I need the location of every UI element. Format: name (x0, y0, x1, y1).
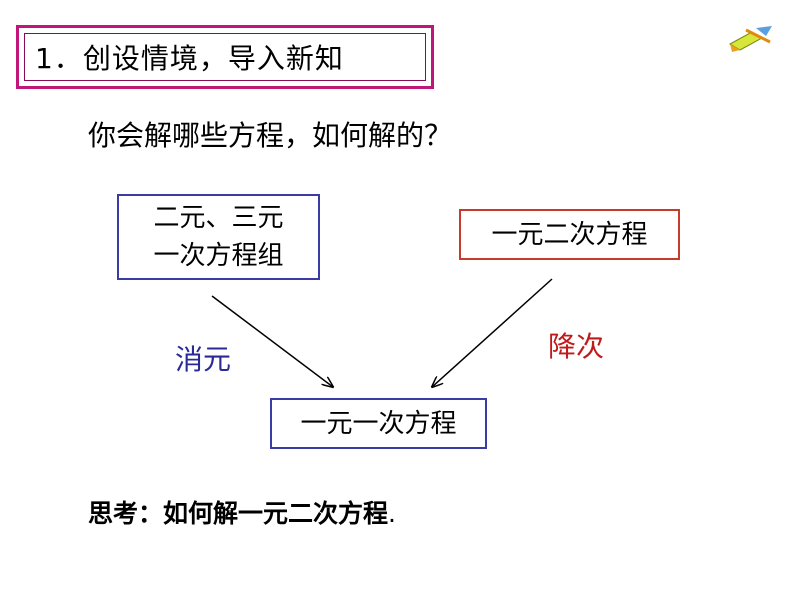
slide-title: 1．创设情境，导入新知 (24, 33, 426, 81)
label-elimination: 消元 (175, 343, 232, 376)
slide-title-text: 1．创设情境，导入新知 (35, 42, 344, 75)
title-frame-outer (16, 25, 434, 89)
box-bottom-text: 一元一次方程 (300, 408, 457, 439)
label-degree-reduction: 降次 (548, 330, 605, 363)
box-right-text: 一元二次方程 (491, 219, 648, 250)
box-linear-systems: 二元、三元 一次方程组 (117, 194, 320, 280)
arrow-right (432, 278, 553, 387)
arrow-left (211, 295, 333, 387)
box-linear-equation: 一元一次方程 (270, 398, 487, 449)
think-text: 思考：如何解一元二次方程 (88, 499, 389, 528)
question-text: 你会解哪些方程，如何解的？ (88, 119, 453, 152)
box-quadratic: 一元二次方程 (459, 209, 680, 260)
pencil-ruler-icon (726, 24, 776, 60)
think-prompt: 思考：如何解一元二次方程. (88, 494, 396, 530)
box-left-line2: 一次方程组 (153, 241, 284, 271)
box-left-line1: 二元、三元 (153, 203, 284, 233)
think-period: . (388, 499, 396, 528)
